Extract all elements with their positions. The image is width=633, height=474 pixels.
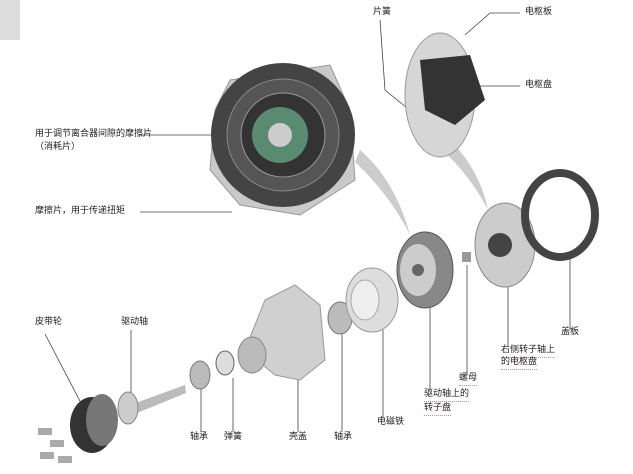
label-friction-wear: 用于调节离合器间隙的摩擦片 (35, 129, 153, 139)
label-cover-plate: 盖板 (561, 327, 580, 337)
label-leaf-spring: 片簧 (373, 7, 392, 17)
label-drive-shaft: 驱动轴 (121, 317, 149, 327)
electromagnet-part (345, 267, 399, 333)
label-rotor-disc-2: 转子盘 (424, 402, 452, 416)
leader-leaf-spring (379, 19, 413, 113)
corner-tab (0, 0, 20, 40)
motion-swoosh (355, 150, 410, 235)
label-housing-cover: 壳盖 (289, 432, 308, 442)
label-nut: 螺母 (459, 372, 478, 386)
housing-part (237, 284, 326, 381)
bolts (38, 428, 72, 463)
label-rotor-disc-1: 驱动轴上的 (424, 388, 470, 402)
label-friction-wear-note: （消耗片） (35, 142, 81, 152)
leader-pulley (44, 333, 83, 406)
leader-armature-plate (464, 12, 520, 36)
label-pulley: 皮带轮 (35, 317, 63, 327)
label-electromagnet: 电磁铁 (377, 417, 405, 427)
rotor-part (396, 231, 454, 309)
label-armature-disc: 电枢盘 (525, 80, 553, 90)
armature-plate (404, 32, 485, 158)
label-spring: 弹簧 (224, 432, 243, 442)
friction-disc (209, 63, 356, 216)
motion-swoosh (442, 140, 488, 210)
nut-part (462, 252, 471, 262)
pulley (70, 394, 118, 453)
bearing-1-part (189, 360, 211, 390)
label-friction-torque: 摩擦片，用于传递扭矩 (35, 206, 126, 216)
cover-part (521, 169, 599, 261)
label-right-armature-2: 的电枢盘 (501, 356, 538, 370)
drive-shaft (117, 385, 186, 425)
label-bearing-2: 轴承 (334, 432, 353, 442)
label-right-armature-1: 右侧转子轴上 (501, 344, 556, 358)
label-bearing-1: 轴承 (190, 432, 209, 442)
spring-part (215, 350, 235, 376)
label-armature-plate: 电枢板 (525, 7, 553, 17)
